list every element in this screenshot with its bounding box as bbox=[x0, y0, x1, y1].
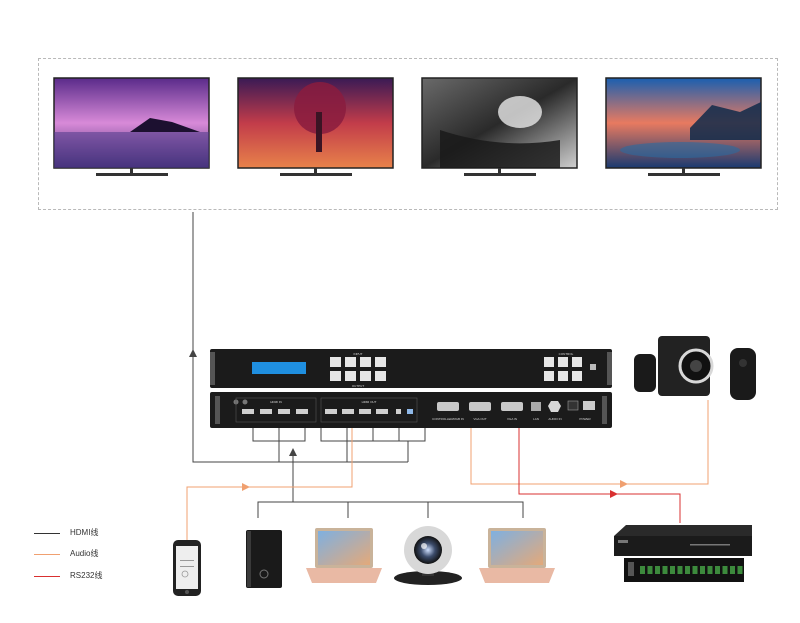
rs232-arrow bbox=[610, 490, 618, 498]
input-output-button bbox=[375, 357, 386, 367]
input-output-button bbox=[345, 371, 356, 381]
legend-swatch bbox=[34, 533, 60, 534]
control-button bbox=[558, 371, 568, 381]
rear-port-label: LAN bbox=[533, 417, 539, 421]
terminal-block bbox=[715, 566, 720, 574]
control-button bbox=[572, 371, 582, 381]
input-output-button bbox=[330, 371, 341, 381]
legend-swatch bbox=[34, 554, 60, 555]
lan-port bbox=[531, 402, 541, 411]
terminal-block bbox=[692, 566, 698, 574]
legend-item-rs232: RS232线 bbox=[34, 570, 174, 584]
desktop-pc-icon bbox=[246, 530, 282, 588]
rear-hdmi-in-label: HDMI IN bbox=[270, 400, 282, 404]
terminal-block bbox=[700, 566, 705, 574]
vga-port bbox=[469, 402, 491, 411]
tv-icon bbox=[421, 77, 578, 176]
power-switch bbox=[567, 400, 579, 411]
legend-swatch bbox=[34, 576, 60, 577]
speakers-icon bbox=[634, 336, 756, 400]
matrix-terminals bbox=[640, 566, 743, 574]
rear-port-labels: CONTROLLER/RGB IN VGA OUT VGA IN LAN AUDIO I… bbox=[432, 417, 591, 421]
rear-ports bbox=[242, 409, 413, 414]
tv-icon bbox=[605, 77, 762, 176]
tv-icon bbox=[53, 77, 210, 176]
audio-port bbox=[396, 409, 401, 414]
laptop-icon bbox=[306, 528, 382, 583]
power-button bbox=[590, 364, 596, 370]
rear-port-label: VGA OUT bbox=[473, 417, 487, 421]
laptop-icon bbox=[479, 528, 555, 583]
display-wall-frame bbox=[38, 58, 778, 210]
video-processor-icon: INPUT OUTPUT CONTROL bbox=[210, 349, 612, 388]
rear-port-label: POWER bbox=[579, 417, 591, 421]
hdmi-output-port bbox=[342, 409, 354, 414]
input-label: INPUT bbox=[354, 352, 363, 356]
power-socket bbox=[583, 401, 595, 410]
terminal-block bbox=[662, 566, 668, 574]
rear-port-label: CONTROLLER/RGB IN bbox=[432, 417, 464, 421]
legend-label: HDMI线 bbox=[70, 528, 99, 537]
vga-port bbox=[501, 402, 523, 411]
terminal-block bbox=[707, 566, 713, 574]
control-button bbox=[544, 357, 554, 367]
terminal-block bbox=[737, 566, 743, 574]
hdmi-input-port bbox=[242, 409, 254, 414]
input-output-button bbox=[330, 357, 341, 367]
audio-matrix-icon bbox=[614, 525, 752, 582]
terminal-block bbox=[655, 566, 660, 574]
terminal-block bbox=[647, 566, 653, 574]
terminal-block bbox=[730, 566, 735, 574]
input-output-button bbox=[360, 371, 371, 381]
input-output-button bbox=[375, 371, 386, 381]
hdmi-input-port bbox=[278, 409, 290, 414]
lcd-display bbox=[252, 362, 306, 374]
legend-label: RS232线 bbox=[70, 571, 103, 580]
control-label: CONTROL bbox=[559, 352, 574, 356]
hdmi-output-port bbox=[376, 409, 388, 414]
rear-hdmi-out-label: HDMI OUT bbox=[362, 400, 377, 404]
hdmi-output-port bbox=[359, 409, 371, 414]
control-button bbox=[544, 371, 554, 381]
terminal-block bbox=[677, 566, 683, 574]
vga-port bbox=[437, 402, 459, 411]
input-output-button bbox=[345, 357, 356, 367]
legend-item-hdmi: HDMI线 bbox=[34, 527, 174, 541]
input-output-button bbox=[360, 357, 371, 367]
rs232-lines bbox=[518, 416, 681, 523]
hdmi-output-port bbox=[325, 409, 337, 414]
audio-arrows bbox=[242, 480, 628, 491]
legend-label: Audio线 bbox=[70, 549, 99, 558]
rear-port-label: VGA IN bbox=[507, 417, 517, 421]
smartphone-icon bbox=[173, 540, 201, 596]
hdmi-lines bbox=[192, 212, 524, 518]
rear-port-label: AUDIO IN bbox=[548, 417, 561, 421]
legend-item-audio: Audio线 bbox=[34, 548, 174, 562]
hdmi-arrows bbox=[189, 349, 297, 456]
video-processor-rear-icon: HDMI IN HDMI OUT CONTROLLER/RGB IN VGA OU… bbox=[210, 392, 612, 428]
terminal-block bbox=[722, 566, 728, 574]
hdmi-input-port bbox=[296, 409, 308, 414]
control-button bbox=[572, 357, 582, 367]
control-button bbox=[558, 357, 568, 367]
output-label: OUTPUT bbox=[352, 384, 365, 388]
terminal-block bbox=[670, 566, 675, 574]
front-panel-buttons bbox=[330, 357, 596, 381]
tv-icon bbox=[237, 77, 394, 176]
webcam-icon bbox=[394, 526, 462, 585]
audio-lines bbox=[186, 400, 709, 540]
hdmi-input-port bbox=[260, 409, 272, 414]
rs232-port bbox=[407, 409, 413, 414]
terminal-block bbox=[640, 566, 645, 574]
audio-in-port bbox=[548, 401, 561, 412]
terminal-block bbox=[685, 566, 690, 574]
